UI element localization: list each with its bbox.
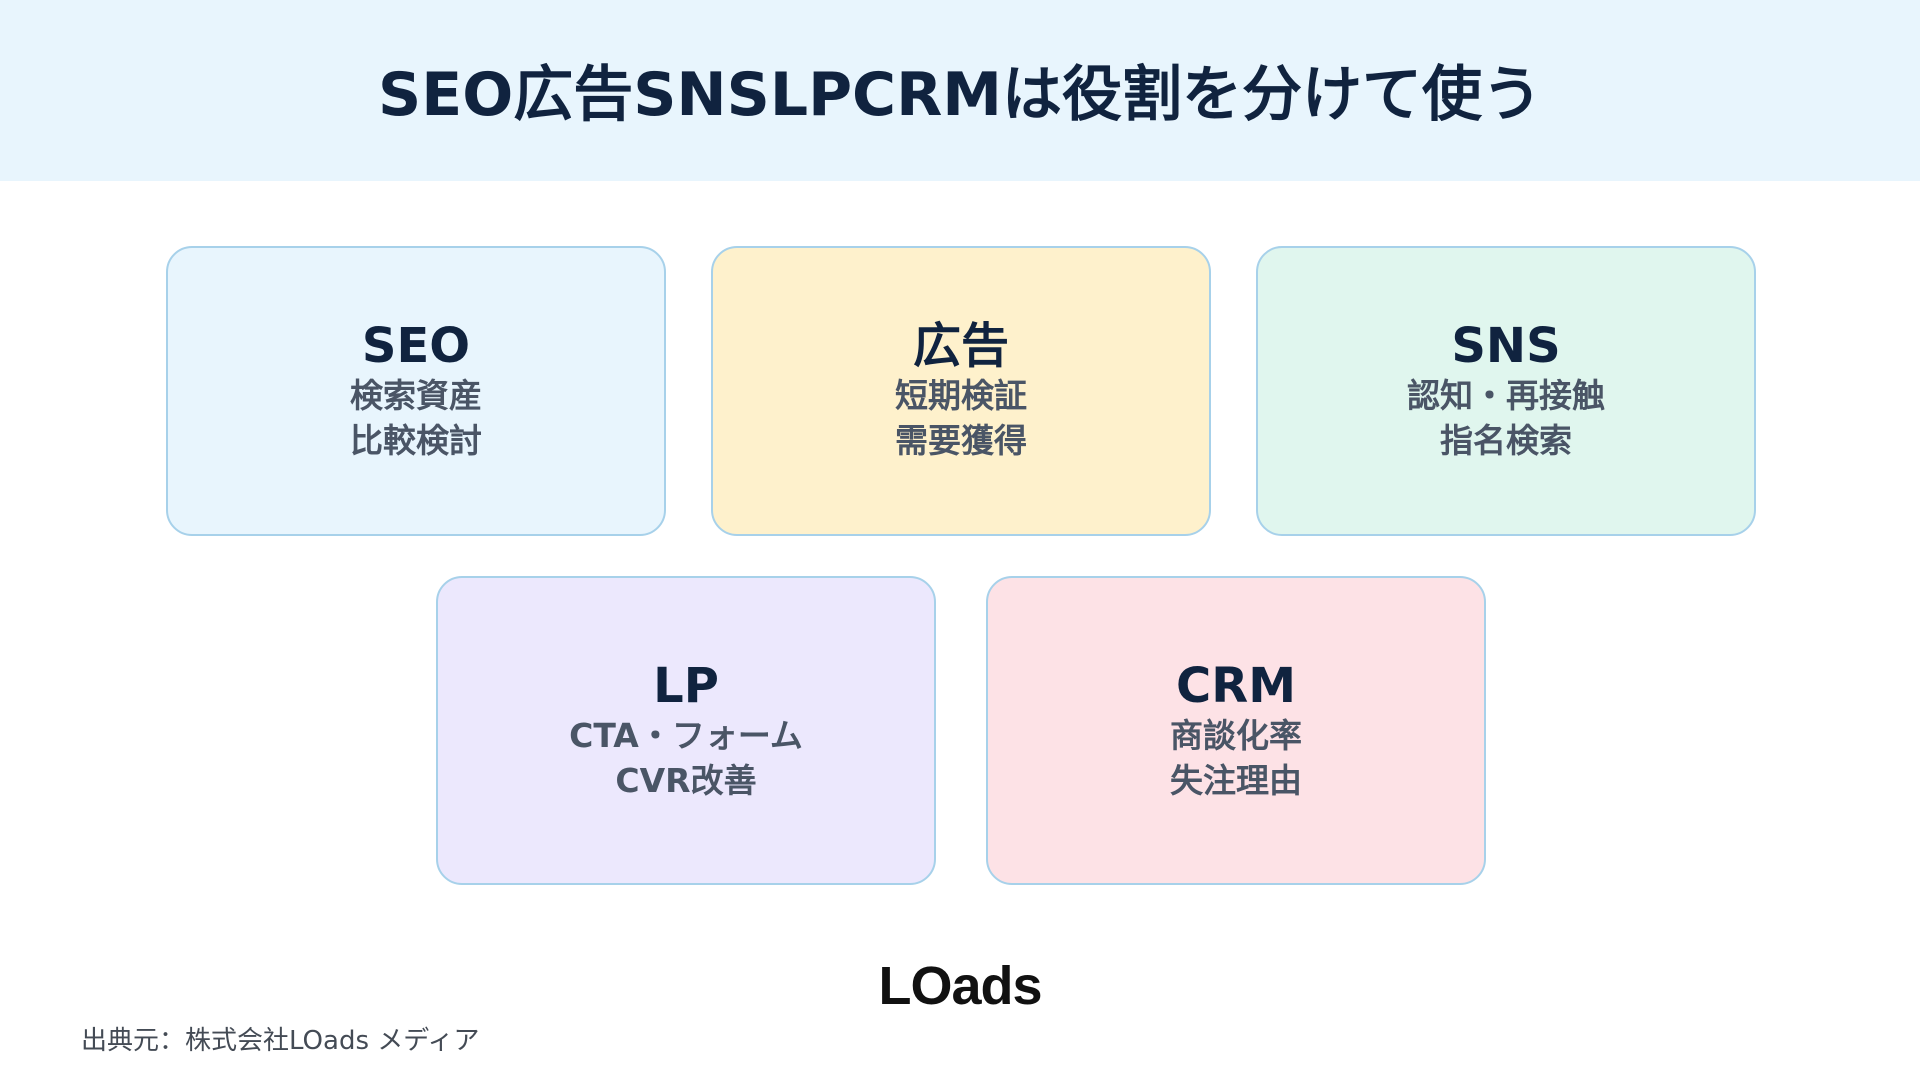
card-crm: CRM 商談化率 失注理由 xyxy=(986,576,1486,885)
card-line: CVR改善 xyxy=(615,760,757,800)
header-banner: SEO広告SNSLPCRMは役割を分けて使う xyxy=(0,0,1920,181)
card-sns: SNS 認知・再接触 指名検索 xyxy=(1256,246,1756,536)
card-title: SNS xyxy=(1451,318,1561,374)
card-line: 需要獲得 xyxy=(895,421,1027,460)
card-title: SEO xyxy=(361,318,471,374)
card-line: 短期検証 xyxy=(895,376,1027,415)
card-line: 商談化率 xyxy=(1170,715,1302,755)
card-seo: SEO 検索資産 比較検討 xyxy=(166,246,666,536)
card-title: LP xyxy=(653,657,719,714)
brand-logo: LOads xyxy=(878,956,1042,1016)
card-line: 指名検索 xyxy=(1440,421,1572,460)
card-line: 失注理由 xyxy=(1170,760,1302,800)
card-line: 検索資産 xyxy=(350,376,482,415)
card-ad: 広告 短期検証 需要獲得 xyxy=(711,246,1211,536)
source-credit: 出典元：株式会社LOads メディア xyxy=(81,1026,480,1056)
card-lp: LP CTA・フォーム CVR改善 xyxy=(436,576,936,885)
page-title: SEO広告SNSLPCRMは役割を分けて使う xyxy=(378,60,1542,130)
card-title: 広告 xyxy=(912,318,1009,374)
card-line: 比較検討 xyxy=(350,421,482,460)
card-line: 認知・再接触 xyxy=(1407,376,1605,415)
card-title: CRM xyxy=(1176,657,1296,714)
card-line: CTA・フォーム xyxy=(569,715,803,755)
